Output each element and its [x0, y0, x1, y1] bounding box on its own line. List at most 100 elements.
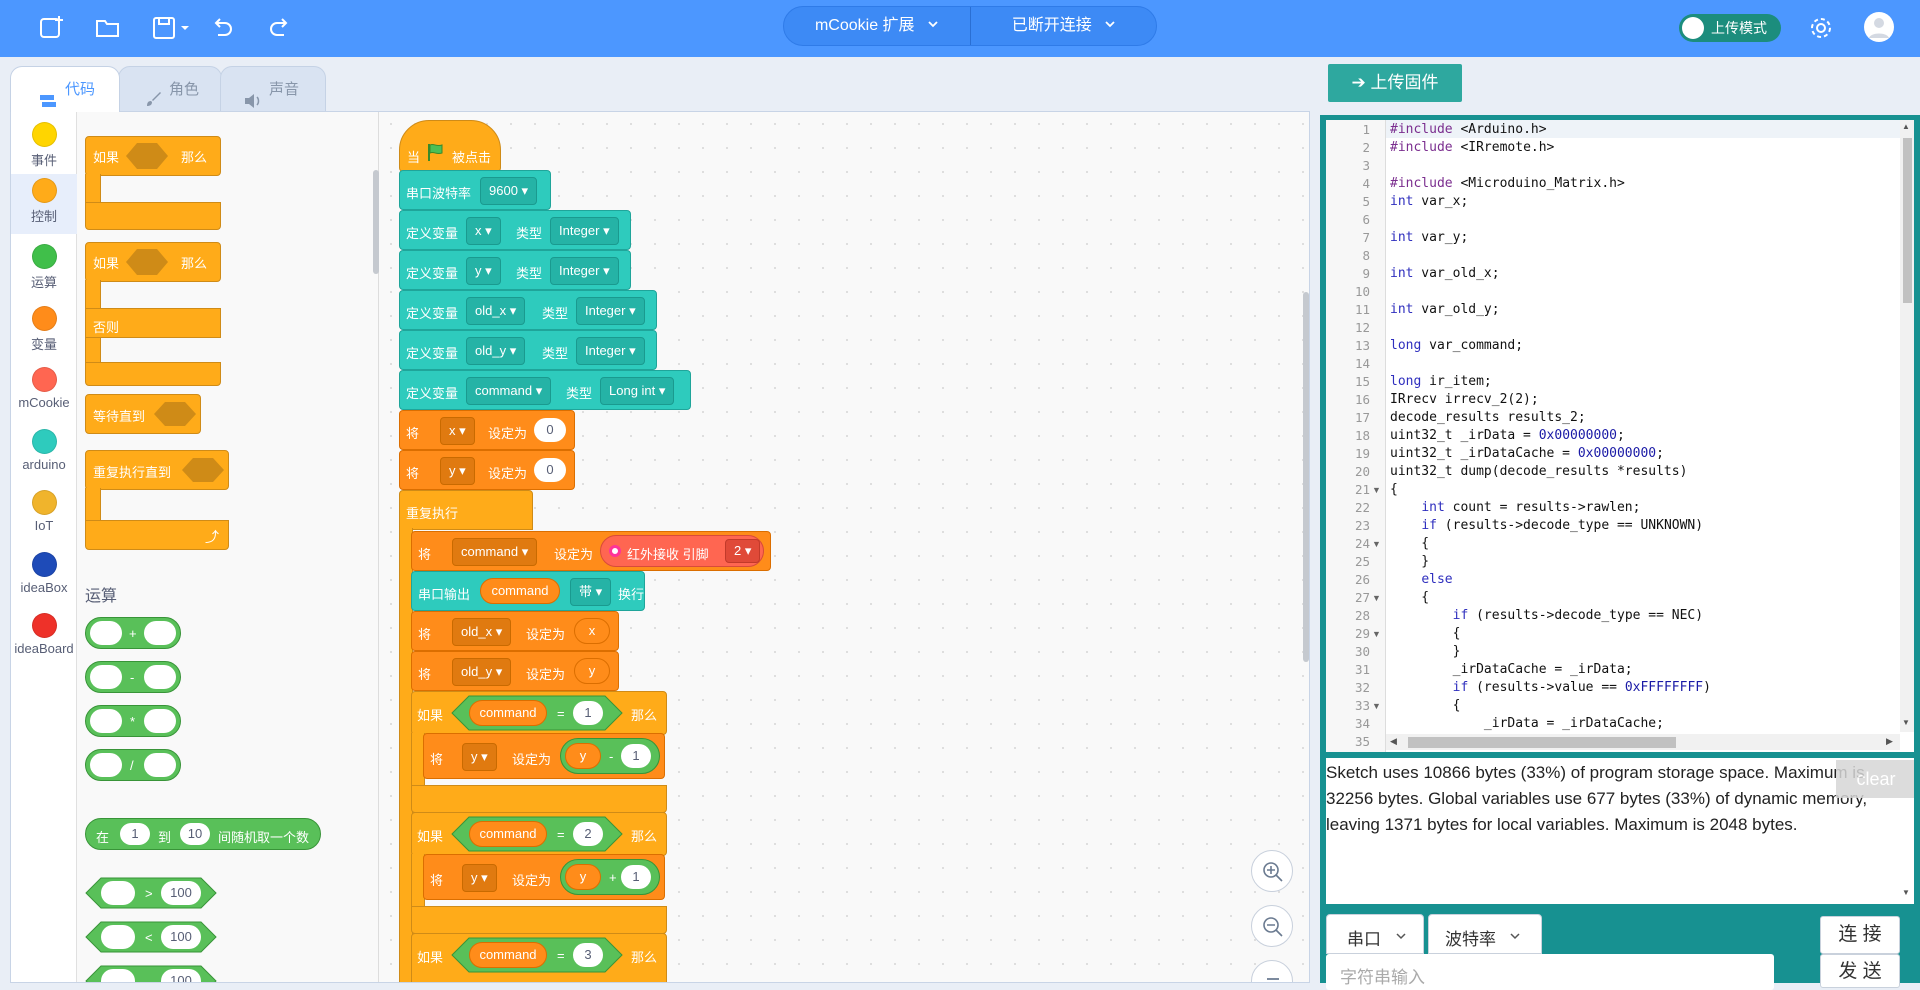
connection-dropdown[interactable]: 已断开连接 [971, 7, 1157, 45]
value-input[interactable]: 0 [534, 418, 566, 442]
random-to-input[interactable]: 10 [180, 823, 210, 845]
scroll-left-arrow-icon[interactable]: ◀ [1390, 736, 1397, 746]
connect-button[interactable]: 连 接 [1820, 916, 1900, 954]
category-operators[interactable]: 运算 [11, 240, 77, 300]
define-var-y-block[interactable]: 定义变量 y ▾ 类型 Integer ▾ [399, 250, 631, 290]
user-avatar-icon[interactable] [1863, 11, 1895, 43]
extension-dropdown[interactable]: mCookie 扩展 [784, 7, 970, 45]
var-type-dropdown[interactable]: Integer ▾ [576, 337, 645, 365]
var-dropdown[interactable]: x ▾ [440, 417, 475, 445]
var-dropdown[interactable]: y ▾ [462, 864, 497, 892]
compare-value-input[interactable]: 100 [161, 925, 201, 949]
palette-divide-block[interactable]: / [85, 749, 181, 781]
palette-greater-than-block[interactable]: > 100 [85, 877, 217, 909]
baud-rate-dropdown[interactable]: 波特率 [1428, 914, 1542, 954]
category-control[interactable]: 控制 [11, 174, 77, 234]
y-variable-reporter[interactable]: y [565, 743, 601, 769]
fold-arrow-icon[interactable]: ▼ [1372, 539, 1381, 549]
tab-sprite[interactable]: 角色 [118, 66, 222, 112]
var-dropdown[interactable]: y ▾ [462, 743, 497, 771]
command-variable-reporter[interactable]: command [469, 700, 547, 726]
var-name-dropdown[interactable]: command ▾ [466, 377, 552, 405]
forever-block[interactable]: 重复执行 [399, 490, 533, 530]
fold-arrow-icon[interactable]: ▼ [1372, 701, 1381, 711]
serial-port-dropdown[interactable]: 串口 [1326, 914, 1424, 954]
palette-random-block[interactable]: 在 1 到 10 间随机取一个数 [85, 818, 321, 850]
var-dropdown[interactable]: y ▾ [440, 457, 475, 485]
value-input[interactable]: 0 [534, 458, 566, 482]
set-y-plus-block[interactable]: 将 y ▾ 设定为 y + 1 [423, 854, 665, 900]
code-vertical-scrollbar[interactable]: ▲ ▼ [1900, 120, 1914, 732]
baud-dropdown[interactable]: 9600 ▾ [480, 177, 538, 205]
workspace-scrollbar[interactable] [1303, 292, 1309, 662]
palette-scrollbar[interactable] [373, 170, 379, 274]
vertical-scroll-thumb[interactable] [1903, 138, 1912, 303]
define-var-old-x-block[interactable]: 定义变量 old_x ▾ 类型 Integer ▾ [399, 290, 657, 330]
compare-value-input[interactable]: 1 [573, 701, 603, 725]
set-y-block[interactable]: 将 y ▾ 设定为 0 [399, 450, 575, 490]
var-type-dropdown[interactable]: Integer ▾ [550, 257, 619, 285]
category-mcookie[interactable]: mCookie [11, 363, 77, 423]
var-dropdown[interactable]: old_x ▾ [452, 618, 512, 646]
console-scroll-down-icon[interactable]: ▼ [1902, 888, 1910, 897]
serial-baud-block[interactable]: 串口波特率 9600 ▾ [399, 170, 551, 210]
var-name-dropdown[interactable]: y ▾ [466, 257, 501, 285]
undo-icon[interactable] [208, 14, 236, 42]
set-y-minus-block[interactable]: 将 y ▾ 设定为 y - 1 [423, 733, 665, 779]
tab-sound[interactable]: 声音 [220, 66, 326, 112]
upload-mode-toggle[interactable]: 上传模式 [1679, 14, 1781, 42]
fold-arrow-icon[interactable]: ▼ [1372, 593, 1381, 603]
define-var-old-y-block[interactable]: 定义变量 old_y ▾ 类型 Integer ▾ [399, 330, 657, 370]
fold-arrow-icon[interactable]: ▼ [1372, 629, 1381, 639]
save-dropdown-chevron-icon[interactable] [178, 14, 192, 42]
var-type-dropdown[interactable]: Integer ▾ [576, 297, 645, 325]
code-horizontal-scrollbar[interactable]: ◀ ▶ [1386, 734, 1900, 750]
newline-mode-dropdown[interactable]: 带 ▾ [570, 578, 612, 606]
category-variables[interactable]: 变量 [11, 302, 77, 362]
script-workspace[interactable]: 当 被点击 串口波特率 9600 ▾ 定义变量 x ▾ 类型 Integer ▾… [379, 112, 1309, 982]
var-name-dropdown[interactable]: old_x ▾ [466, 297, 526, 325]
palette-add-block[interactable]: + [85, 617, 181, 649]
equals-condition[interactable]: command = 1 [451, 695, 623, 731]
add-reporter[interactable]: y + 1 [560, 859, 660, 895]
compare-value-input[interactable]: 2 [573, 822, 603, 846]
y-variable-reporter[interactable]: y [565, 864, 601, 890]
palette-wait-until-block[interactable]: 等待直到 [85, 394, 201, 434]
serial-print-block[interactable]: 串口输出 command 带 ▾ 换行 [411, 571, 645, 611]
define-var-command-block[interactable]: 定义变量 command ▾ 类型 Long int ▾ [399, 370, 691, 410]
category-ideaboard[interactable]: ideaBoard [11, 609, 77, 669]
category-arduino[interactable]: arduino [11, 425, 77, 485]
clear-console-button[interactable]: clear [1836, 760, 1914, 798]
compare-value-input[interactable]: 100 [161, 881, 201, 905]
y-variable-reporter[interactable]: y [574, 658, 610, 684]
category-ideabox[interactable]: ideaBox [11, 548, 77, 608]
equals-condition[interactable]: command = 2 [451, 816, 623, 852]
upload-firmware-button[interactable]: ➔ 上传固件 [1328, 64, 1462, 102]
serial-string-input[interactable]: 字符串输入 [1326, 954, 1774, 990]
x-variable-reporter[interactable]: x [574, 618, 610, 644]
open-folder-icon[interactable] [94, 14, 122, 42]
subtract-reporter[interactable]: y - 1 [560, 738, 660, 774]
ir-receive-reporter[interactable]: 红外接收 引脚 2 ▾ [600, 535, 764, 567]
palette-less-than-block[interactable]: < 100 [85, 921, 217, 953]
zoom-reset-button[interactable] [1251, 960, 1293, 982]
palette-if-else-block[interactable]: 如果 那么 否则 [85, 242, 221, 386]
palette-if-then-block[interactable]: 如果 那么 [85, 136, 221, 232]
palette-subtract-block[interactable]: - [85, 661, 181, 693]
zoom-out-button[interactable] [1251, 905, 1293, 947]
zoom-in-button[interactable] [1251, 850, 1293, 892]
palette-equals-block[interactable]: 100 [85, 965, 217, 982]
scroll-down-arrow-icon[interactable]: ▼ [1902, 718, 1910, 727]
var-name-dropdown[interactable]: old_y ▾ [466, 337, 526, 365]
settings-gear-icon[interactable] [1807, 14, 1835, 42]
equals-condition[interactable]: command = 3 [451, 937, 623, 973]
category-events[interactable]: 事件 [11, 118, 77, 178]
if-command-2-block[interactable]: 如果 command = 2 那么 将 y ▾ 设定为 y + 1 [411, 812, 671, 936]
set-old-y-block[interactable]: 将 old_y ▾ 设定为 y [411, 651, 619, 691]
command-variable-reporter[interactable]: command [480, 578, 560, 604]
var-dropdown[interactable]: command ▾ [452, 538, 538, 566]
value-input[interactable]: 1 [621, 744, 651, 768]
ir-pin-dropdown[interactable]: 2 ▾ [725, 539, 761, 563]
new-file-icon[interactable] [38, 14, 66, 42]
